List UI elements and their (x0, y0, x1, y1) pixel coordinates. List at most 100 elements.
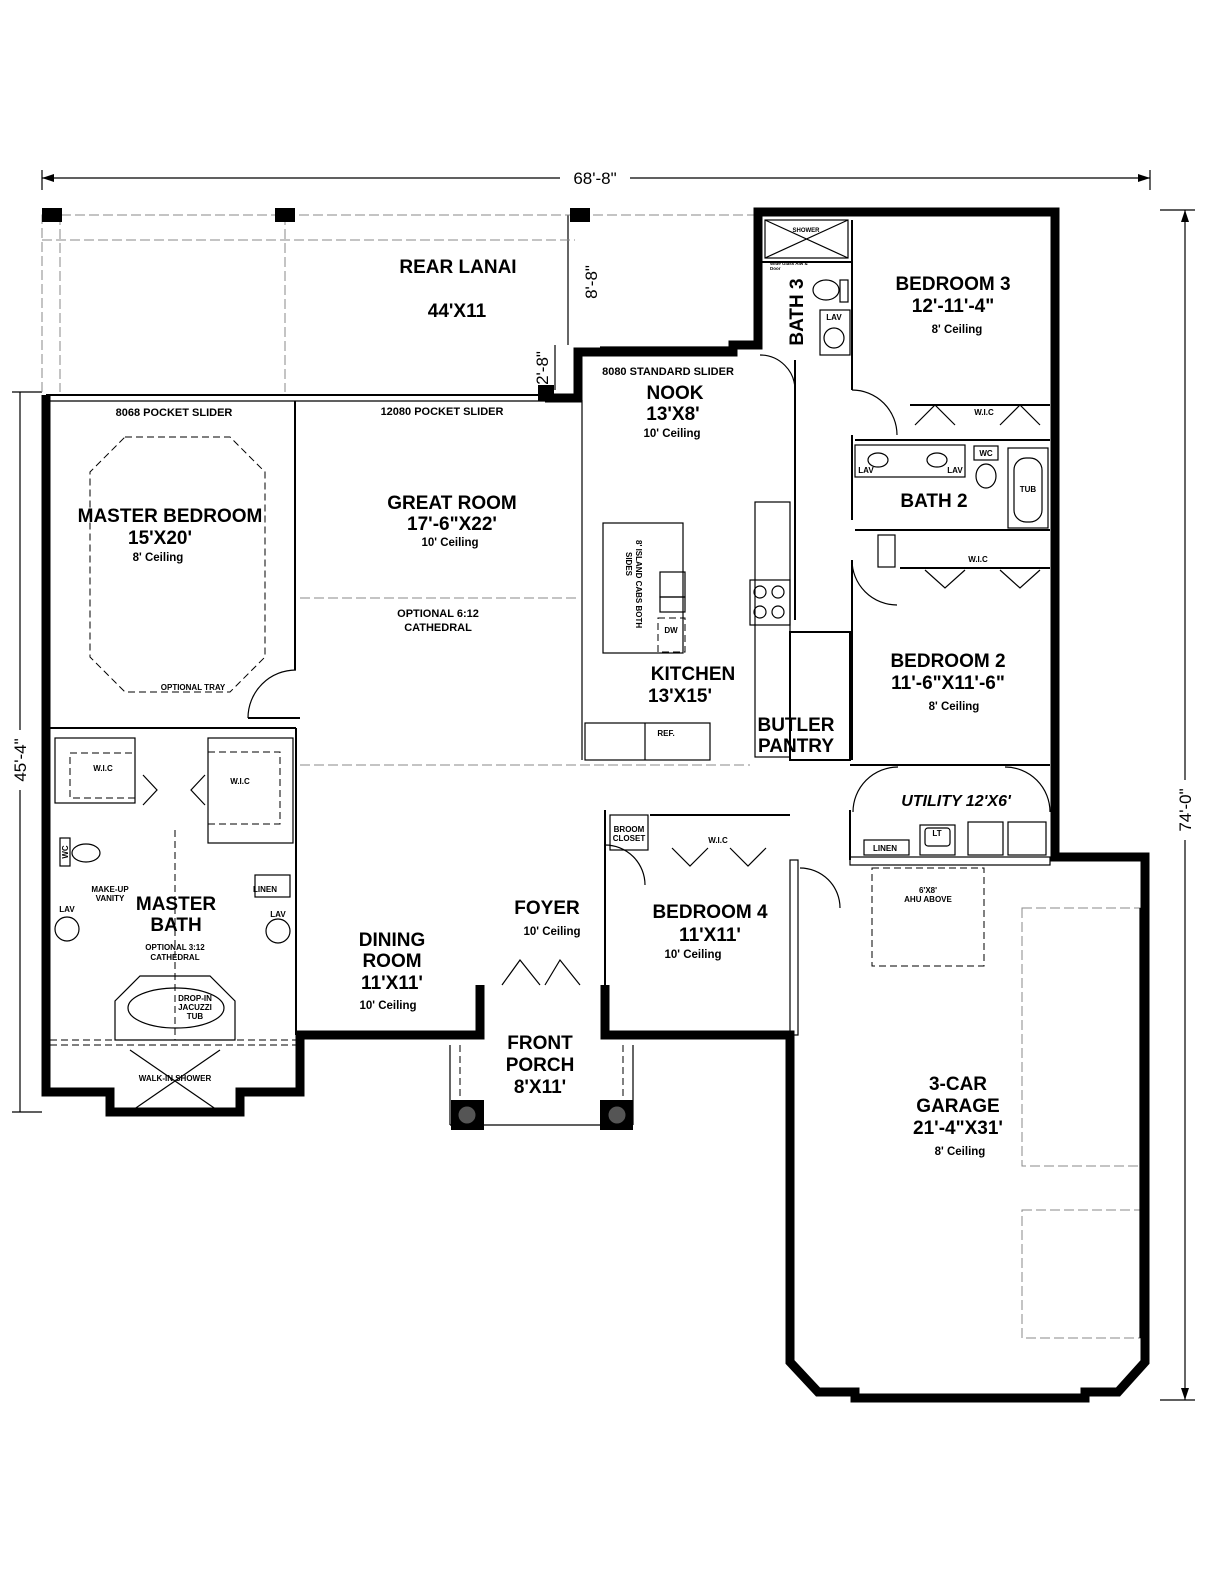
master-bath: W.I.C W.I.C WC MAKE-UP VANITY LAV LAV LI… (50, 737, 296, 1113)
nook-ceiling: 10' Ceiling (643, 428, 700, 440)
dining-ceiling: 10' Ceiling (359, 1000, 416, 1012)
dimension-lanai: 8'-8" 2'-8" (533, 215, 601, 390)
broom-closet-1: BROOM (614, 825, 645, 834)
bedroom-2-size: 11'-6"X11'-6" (891, 673, 1005, 694)
great-room-note-1: OPTIONAL 6:12 (397, 608, 479, 620)
ahu-note: AHU ABOVE (904, 895, 952, 904)
master-slider-label: 8068 POCKET SLIDER (116, 407, 233, 419)
master-bedroom: 8068 POCKET SLIDER MASTER BEDROOM 15'X20… (78, 407, 266, 693)
bedroom-4-name: BEDROOM 4 (652, 902, 768, 923)
foyer-ceiling: 10' Ceiling (523, 926, 580, 938)
bath-3-glass-note-2: Door (770, 266, 781, 271)
bedroom-2: W.I.C BEDROOM 2 11'-6"X11'-6" 8' Ceiling (877, 534, 1041, 713)
bedroom-4-ceiling: 10' Ceiling (664, 949, 721, 961)
bath-2-lav-2: LAV (947, 466, 963, 475)
master-lav-1: LAV (59, 905, 75, 914)
dimension-overall-width: 68'-8" (41, 169, 1151, 190)
nook-offset-label: 2'-8" (533, 351, 552, 385)
bath-2: LAV LAV WC TUB BATH 2 (854, 444, 1049, 529)
jacuzzi-label-2: JACUZZI (178, 1003, 212, 1012)
optional-tray-label: OPTIONAL TRAY (161, 683, 226, 692)
nook-slider-label: 8080 STANDARD SLIDER (602, 366, 734, 378)
kitchen: DW 8' ISLAND CABS BOTH SIDES REF. KITCHE… (584, 501, 791, 761)
refrigerator-label: REF. (657, 729, 674, 738)
porch-name-2: PORCH (506, 1055, 575, 1076)
bath-2-lav-1: LAV (858, 466, 874, 475)
bedroom-3: BEDROOM 3 12'-11'-4" 8' Ceiling W.I.C (895, 214, 1041, 426)
overall-width-label: 68'-8" (573, 169, 616, 188)
butler-pantry-name-1: BUTLER (757, 715, 834, 736)
porch-name-1: FRONT (507, 1033, 573, 1054)
bath-2-wc: WC (979, 449, 993, 458)
nook-size: 13'X8' (646, 404, 699, 425)
porch-size: 8'X11' (514, 1077, 566, 1098)
master-bath-name-2: BATH (150, 915, 201, 936)
master-linen-label: LINEN (253, 885, 277, 894)
bath-3: SHOWER Wide Glass Alw & Door LAV BATH 3 (764, 219, 851, 356)
garage-name-2: GARAGE (916, 1096, 999, 1117)
rear-lanai: REAR LANAI 44'X11 (41, 208, 758, 392)
walk-in-shower-label: WALK-IN SHOWER (139, 1074, 212, 1083)
master-bedroom-name: MASTER BEDROOM (78, 506, 263, 527)
makeup-vanity-1: MAKE-UP (91, 885, 129, 894)
great-room-size: 17'-6"X22' (407, 514, 497, 535)
bath-3-glass-note-1: Wide Glass Alw & (770, 261, 809, 266)
master-wic-2: W.I.C (230, 777, 250, 786)
master-bath-note-2: CATHEDRAL (150, 953, 199, 962)
garage: 6'X8' AHU ABOVE 3-CAR GARAGE 21'-4"X31' … (871, 867, 1141, 1339)
utility-name: UTILITY 12'X6' (901, 793, 1012, 810)
doors (247, 354, 1051, 986)
master-bedroom-ceiling: 8' Ceiling (133, 552, 184, 564)
master-lav-2: LAV (270, 910, 286, 919)
dining-room: DINING ROOM 11'X11' 10' Ceiling (359, 930, 426, 1012)
jacuzzi-label-3: TUB (187, 1012, 204, 1021)
butler-pantry-name-2: PANTRY (758, 736, 834, 757)
island-note-2: SIDES (624, 552, 633, 577)
great-room-name: GREAT ROOM (387, 493, 516, 514)
foyer-name: FOYER (514, 898, 580, 919)
bedroom-2-ceiling: 8' Ceiling (929, 701, 980, 713)
butler-pantry: BUTLER PANTRY (757, 631, 851, 761)
master-bath-note-1: OPTIONAL 3:12 (145, 943, 205, 952)
dining-name-2: ROOM (362, 951, 421, 972)
great-room-note-2: CATHEDRAL (404, 622, 472, 634)
dimension-overall-depth: 74'-0" (1160, 209, 1195, 1401)
garage-name-1: 3-CAR (929, 1074, 987, 1095)
bedroom-4-wic-label: W.I.C (708, 836, 728, 845)
dishwasher-label: DW (664, 626, 678, 635)
master-bath-name-1: MASTER (136, 894, 217, 915)
bedroom-3-size: 12'-11'-4" (912, 296, 995, 317)
interior-walls (50, 220, 1051, 1036)
overall-depth-label: 74'-0" (1176, 788, 1195, 831)
utility-linen: LINEN (873, 844, 897, 853)
bath-3-lav-label: LAV (826, 313, 842, 322)
great-room-ceiling: 10' Ceiling (421, 537, 478, 549)
bath-3-shower-label: SHOWER (793, 228, 821, 234)
lanai-depth-label: 8'-8" (582, 265, 601, 299)
master-bedroom-size: 15'X20' (128, 528, 192, 549)
garage-ceiling: 8' Ceiling (935, 1146, 986, 1158)
garage-size: 21'-4"X31' (913, 1118, 1003, 1139)
island-note-1: 8' ISLAND CABS BOTH (634, 540, 643, 628)
utility: UTILITY 12'X6' LINEN LT (863, 793, 1047, 856)
laundry-tub-label: LT (932, 829, 941, 838)
bath-2-name: BATH 2 (900, 491, 967, 512)
bedroom-3-name: BEDROOM 3 (895, 274, 1010, 295)
kitchen-name: KITCHEN (651, 664, 735, 685)
rear-lanai-name: REAR LANAI (399, 257, 516, 278)
rear-lanai-size: 44'X11 (428, 301, 487, 322)
bedroom-4: BROOM CLOSET W.I.C BEDROOM 4 11'X11' 10'… (609, 814, 768, 961)
foyer: FOYER 10' Ceiling (514, 898, 580, 938)
master-wc-label: WC (61, 845, 70, 859)
nook-name: NOOK (647, 383, 704, 404)
left-depth-label: 45'-4" (11, 738, 30, 781)
master-wic-1: W.I.C (93, 764, 113, 773)
bath-2-tub: TUB (1020, 485, 1037, 494)
broom-closet-2: CLOSET (613, 834, 646, 843)
dimension-left-depth: 45'-4" (11, 391, 42, 1113)
bedroom-2-name: BEDROOM 2 (890, 651, 1005, 672)
bedroom-4-size: 11'X11' (679, 925, 741, 946)
bedroom-2-wic-label: W.I.C (968, 555, 988, 564)
front-porch: FRONT PORCH 8'X11' (449, 1033, 634, 1130)
